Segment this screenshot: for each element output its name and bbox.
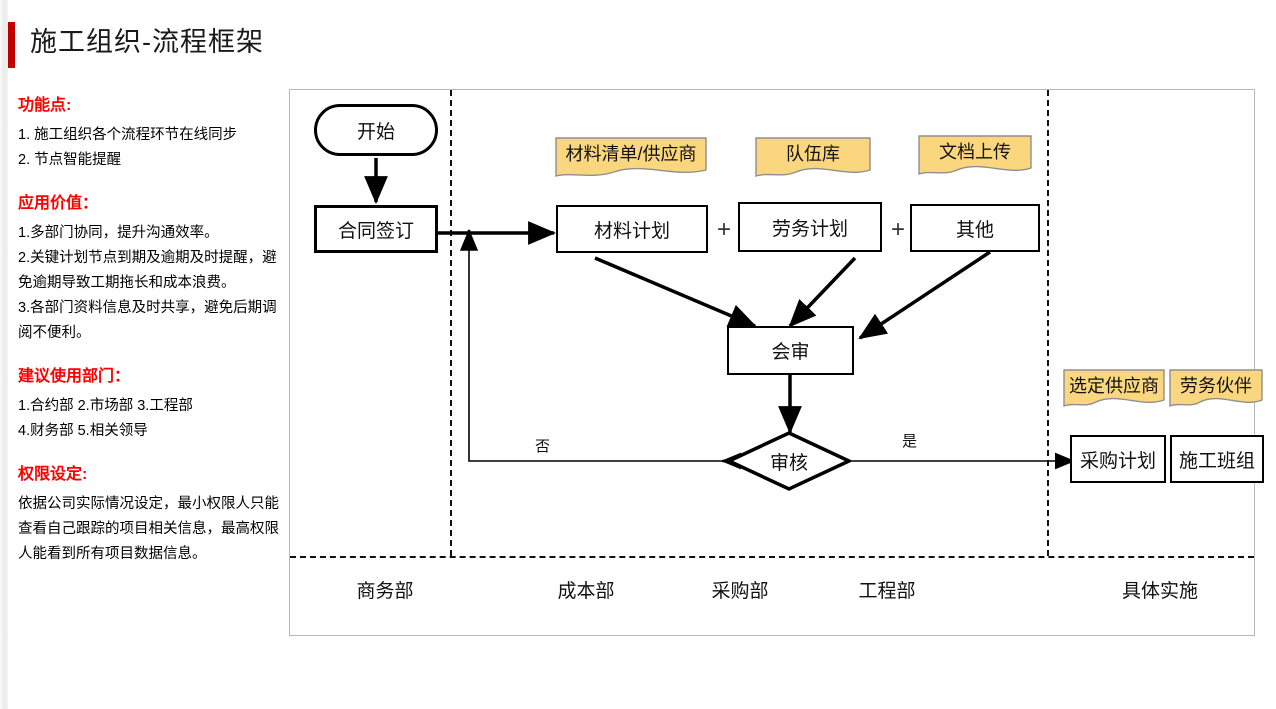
edge-labor-to-review xyxy=(788,256,857,328)
note-label: 材料清单/供应商 xyxy=(565,144,697,164)
note-shape xyxy=(1169,369,1263,408)
node-other-plan[interactable]: 其他 xyxy=(910,204,1040,252)
branch-label-yes: 是 xyxy=(902,433,918,450)
section-line: 2. 节点智能提醒 xyxy=(18,152,122,168)
spacer xyxy=(18,346,280,366)
node-approval-label: 审核 xyxy=(769,452,808,474)
page-title: 施工组织-流程框架 xyxy=(30,27,264,57)
node-material-plan[interactable]: 材料计划 xyxy=(556,205,708,253)
spacer xyxy=(18,444,280,464)
section-heading: 权限设定: xyxy=(18,466,88,483)
info-section-departments: 建议使用部门： 1.合约部 2.市场部 3.工程部 4.财务部 5.相关领导 xyxy=(18,366,280,444)
note-shape xyxy=(1063,369,1165,408)
note-label: 选定供应商 xyxy=(1069,376,1159,396)
note-shape xyxy=(555,137,707,177)
info-column: 功能点: 1. 施工组织各个流程环节在线同步 2. 节点智能提醒 应用价值： 1… xyxy=(18,95,280,567)
node-approval[interactable]: 审核 xyxy=(724,431,854,491)
info-section-features: 功能点: 1. 施工组织各个流程环节在线同步 2. 节点智能提醒 xyxy=(18,95,280,173)
note-shape xyxy=(918,135,1032,175)
section-line: 3.各部门资料信息及时共享，避免后期调 xyxy=(18,300,277,316)
note-selected-supplier[interactable]: 选定供应商 xyxy=(1062,368,1166,408)
flowchart-canvas: 采购计划 --> loop back --> 开始 合同签订 材料计划 + 劳务… xyxy=(289,89,1264,636)
section-line: 依据公司实际情况设定，最小权限人只能 xyxy=(18,496,279,512)
section-line: 阅不便利。 xyxy=(18,325,91,341)
note-label: 队伍库 xyxy=(786,144,840,164)
note-doc-upload[interactable]: 文档上传 xyxy=(917,134,1033,175)
lane-label-implementation: 具体实施 xyxy=(1121,581,1198,602)
node-contract[interactable]: 合同签订 xyxy=(314,205,438,253)
info-section-value: 应用价值： 1.多部门协同，提升沟通效率。 2.关键计划节点到期及逾期及时提醒，… xyxy=(18,193,280,346)
note-material-list[interactable]: 材料清单/供应商 xyxy=(554,136,708,177)
section-heading: 功能点: xyxy=(18,97,72,114)
node-start[interactable]: 开始 xyxy=(314,104,438,156)
edge-material-to-review xyxy=(594,256,757,328)
lane-label-engineering: 工程部 xyxy=(858,581,916,602)
diamond-shape xyxy=(724,431,854,491)
lane-header-divider xyxy=(290,556,1254,558)
section-heading: 应用价值： xyxy=(18,195,99,212)
edge-approval-no xyxy=(468,233,730,462)
note-team-library[interactable]: 队伍库 xyxy=(754,136,872,177)
branch-label-no: 否 xyxy=(535,438,551,455)
note-labor-partner[interactable]: 劳务伙伴 xyxy=(1168,368,1264,408)
section-line: 查看自己跟踪的项目相关信息，最高权限 xyxy=(18,521,279,537)
node-labor-plan[interactable]: 劳务计划 xyxy=(738,202,882,252)
section-line: 人能看到所有项目数据信息。 xyxy=(18,546,207,562)
node-construction-team[interactable]: 施工班组 xyxy=(1170,435,1264,483)
spacer xyxy=(18,173,280,193)
edge-other-to-review xyxy=(858,250,991,340)
note-shape xyxy=(755,137,871,177)
lane-divider-2 xyxy=(1047,90,1049,556)
section-line: 2.关键计划节点到期及逾期及时提醒，避 xyxy=(18,250,277,266)
operator-plus-2: + xyxy=(891,216,906,243)
lane-label-purchasing: 采购部 xyxy=(711,581,769,602)
section-line: 1.多部门协同，提升沟通效率。 xyxy=(18,225,219,241)
note-label: 文档上传 xyxy=(939,142,1011,162)
section-line: 免逾期导致工期拖长和成本浪费。 xyxy=(18,275,236,291)
section-line: 1.合约部 2.市场部 3.工程部 xyxy=(18,398,193,414)
left-edge-strip xyxy=(0,0,8,709)
lane-label-business: 商务部 xyxy=(356,581,414,602)
operator-plus-1: + xyxy=(717,216,732,243)
note-label: 劳务伙伴 xyxy=(1180,376,1252,396)
info-section-permissions: 权限设定: 依据公司实际情况设定，最小权限人只能 查看自己跟踪的项目相关信息，最… xyxy=(18,464,280,567)
node-joint-review[interactable]: 会审 xyxy=(727,326,854,375)
section-line: 1. 施工组织各个流程环节在线同步 xyxy=(18,127,238,143)
node-purchase-plan[interactable]: 采购计划 xyxy=(1070,435,1166,483)
section-heading: 建议使用部门： xyxy=(18,368,131,385)
title-accent-bar xyxy=(8,22,15,68)
lane-label-cost: 成本部 xyxy=(557,581,615,602)
lane-divider-1 xyxy=(450,90,452,556)
section-line: 4.财务部 5.相关领导 xyxy=(18,423,148,439)
